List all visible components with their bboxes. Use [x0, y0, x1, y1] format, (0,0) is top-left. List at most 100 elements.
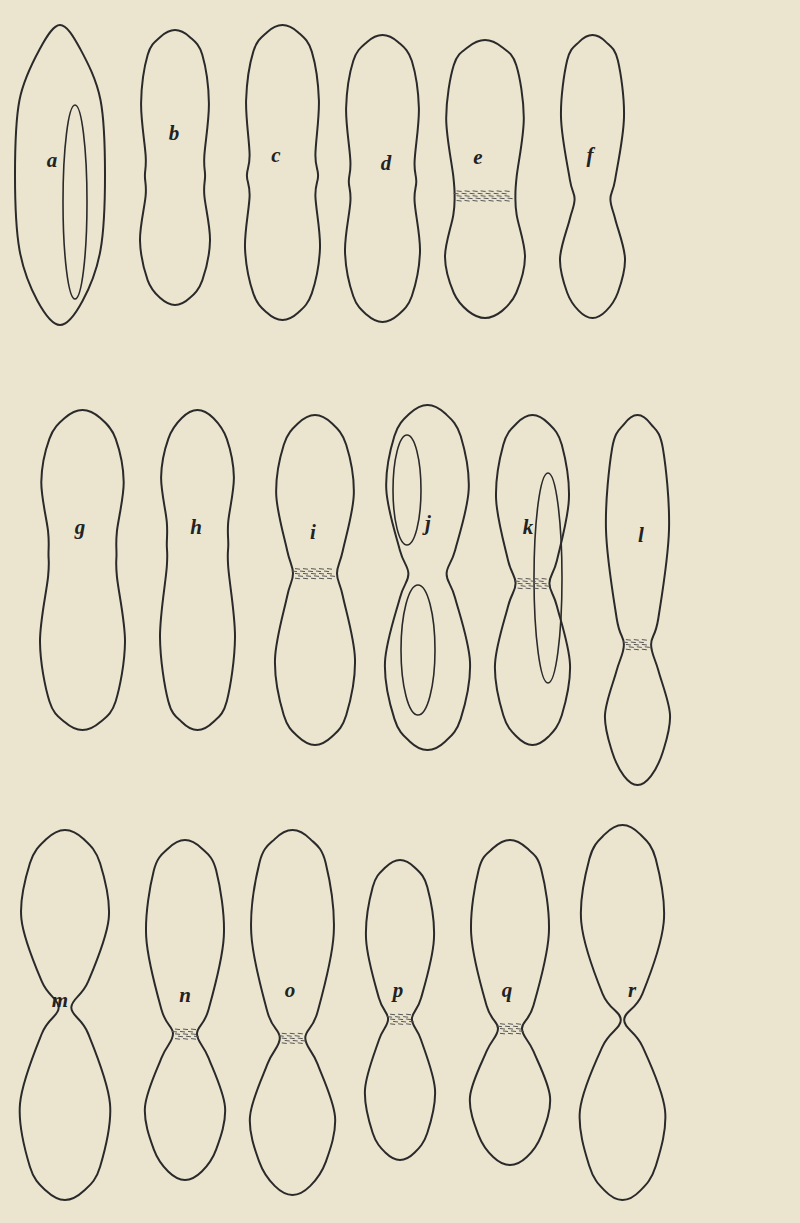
figure-letter: d [381, 153, 392, 174]
vacuole [393, 435, 421, 545]
septum-dash [484, 198, 489, 200]
septum-dash [515, 580, 520, 582]
cell-wall [250, 830, 335, 1195]
septum-dash [473, 200, 478, 202]
figure-letter: i [310, 522, 316, 543]
septum-dash [393, 1021, 398, 1023]
septum-dash [403, 1016, 408, 1018]
septum-dash [634, 649, 639, 651]
septum-dash [306, 575, 311, 577]
cell-wall [605, 415, 670, 785]
cell-wall [385, 405, 470, 750]
septum-dash [503, 1030, 508, 1032]
septum-dash [531, 580, 536, 582]
septum-dash [516, 1023, 521, 1025]
figure-letter: b [169, 123, 180, 144]
septum-dash [186, 1036, 191, 1038]
septum-dash [409, 1021, 414, 1023]
septum-dash [542, 588, 547, 590]
septum-dash [330, 575, 335, 577]
septum-dash [298, 575, 303, 577]
cell-wall [15, 25, 105, 325]
septum-dash [295, 573, 300, 575]
septum-dash [465, 190, 470, 192]
septum-dash [282, 1042, 287, 1044]
septum-dash [406, 1014, 411, 1016]
septum-dash [539, 580, 544, 582]
septum-dash [634, 644, 639, 646]
septum-dash [508, 1028, 513, 1030]
septum-dash [279, 1035, 284, 1037]
septum-dash [290, 1033, 295, 1035]
vacuole [63, 105, 87, 299]
septum-dash [295, 568, 300, 570]
cell-outline: r [580, 825, 665, 1200]
septum-dash [457, 190, 462, 192]
cell-outline: n [145, 840, 225, 1180]
septum-dash [319, 573, 324, 575]
septum-dash [526, 578, 531, 580]
cell-outline: h [160, 410, 235, 730]
septum-dash [505, 1026, 510, 1028]
septum-dash [295, 578, 300, 580]
septum-dash [290, 1038, 295, 1040]
septum-dash [406, 1023, 411, 1025]
septum-dash [476, 198, 481, 200]
septum-dash [486, 193, 491, 195]
septum-dash [327, 568, 332, 570]
septum-dash [518, 583, 523, 585]
septum-dash [398, 1023, 403, 1025]
septum-dash [626, 644, 631, 646]
septum-dash [293, 1040, 298, 1042]
septum-dash [642, 644, 647, 646]
cell-outline: e [445, 40, 525, 318]
septum-dash [639, 642, 644, 644]
septum-dash [626, 639, 631, 641]
cell-wall [20, 830, 111, 1200]
septum-dash [292, 571, 297, 573]
cell-outline: j [385, 405, 470, 750]
septum-dash [645, 646, 650, 648]
septum-dash [175, 1033, 180, 1035]
cell-wall [140, 30, 210, 305]
cell-wall [470, 840, 550, 1165]
septum-dash [290, 1042, 295, 1044]
septum-dash [457, 195, 462, 197]
septum-dash [489, 200, 494, 202]
septum-dash [523, 580, 528, 582]
figure-letter: c [271, 145, 280, 166]
septum-dash [534, 588, 539, 590]
septum-dash [497, 190, 502, 192]
septum-dash [311, 573, 316, 575]
figure-letter: e [473, 147, 482, 168]
figure-letter: o [285, 980, 296, 1001]
septum-dash [521, 585, 526, 587]
figure-letter: j [425, 513, 431, 534]
septum-dash [298, 1042, 303, 1044]
figure-letter: g [75, 517, 86, 538]
cell-shape [345, 35, 420, 322]
cell-shape [445, 40, 525, 318]
septum-dash [545, 585, 550, 587]
septum-dash [634, 639, 639, 641]
septum-dash [298, 1038, 303, 1040]
septum-dash [178, 1036, 183, 1038]
cell-outline: o [250, 830, 335, 1195]
septum-dash [497, 195, 502, 197]
septum-dash [327, 573, 332, 575]
figure-letter: h [190, 517, 202, 538]
septum-dash [311, 578, 316, 580]
cell-shape [250, 830, 335, 1195]
cell-wall [145, 840, 225, 1180]
septum-dash [489, 190, 494, 192]
septum-dash [492, 198, 497, 200]
septum-dash [481, 195, 486, 197]
septum-dash [637, 646, 642, 648]
septum-dash [462, 193, 467, 195]
septum-dash [300, 571, 305, 573]
cell-wall [560, 35, 625, 318]
septum-dash [497, 1026, 502, 1028]
septum-dash [505, 200, 510, 202]
septum-dash [516, 1033, 521, 1035]
